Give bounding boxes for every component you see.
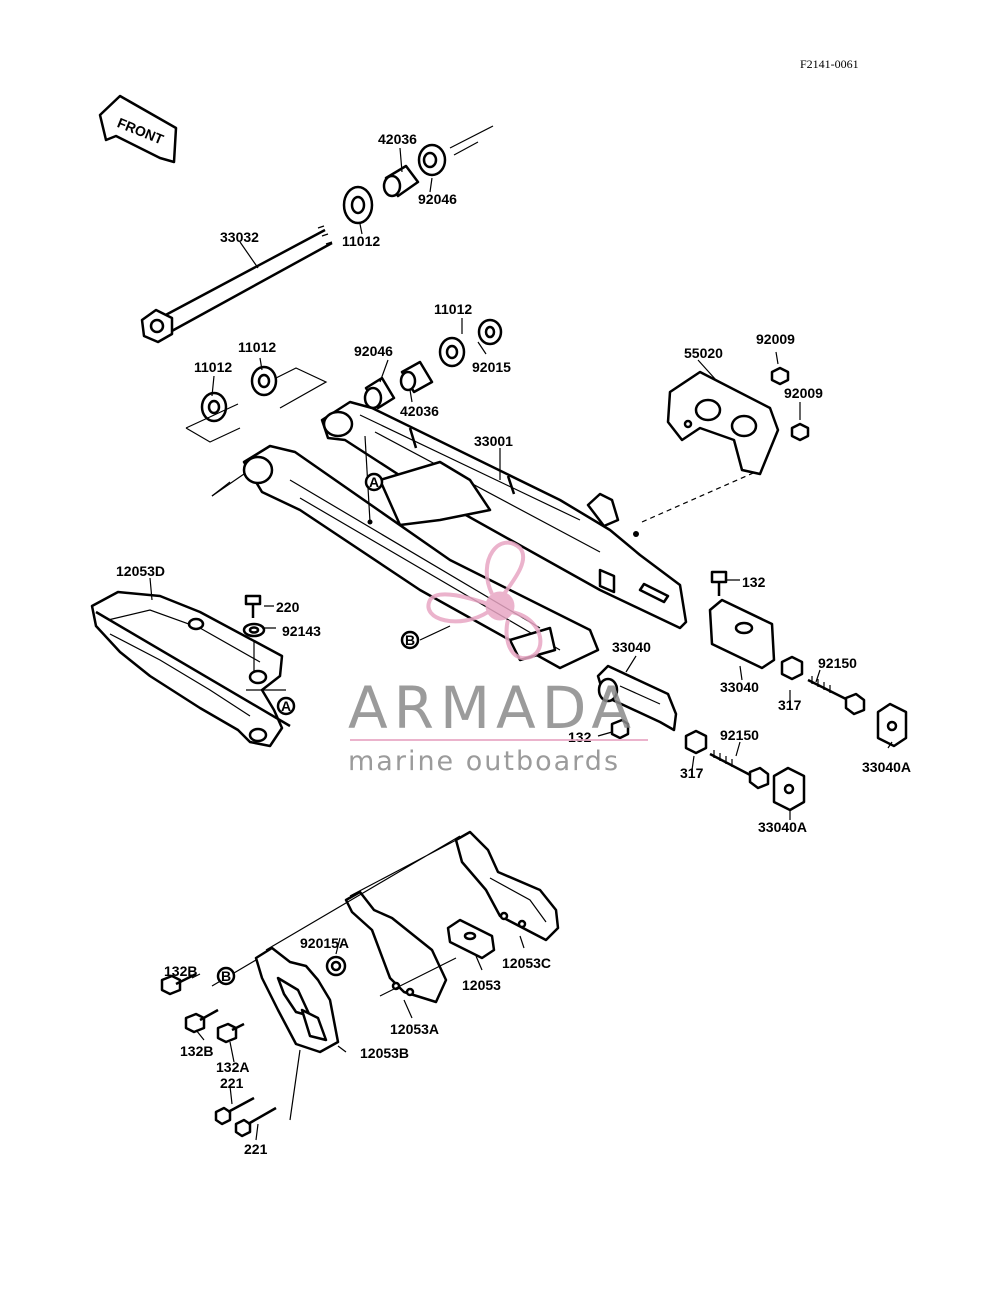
nut-92009-b	[790, 422, 810, 442]
label-132-right: 132	[742, 574, 766, 590]
block-33040A-right	[876, 702, 908, 748]
label-92150-bottom: 92150	[720, 727, 759, 743]
block-33040A-bottom	[772, 766, 806, 812]
svg-text:B: B	[405, 632, 415, 648]
label-92015A: 92015A	[300, 935, 349, 951]
svg-text:A: A	[281, 698, 291, 714]
screw-221-b	[234, 1106, 277, 1138]
label-33040A-bottom: 33040A	[758, 819, 807, 835]
bushing-11012-top	[342, 185, 374, 225]
label-33040-right: 33040	[720, 679, 759, 695]
bolt-132B-b	[184, 1008, 219, 1034]
bushing-92046-top	[417, 143, 447, 177]
washer-92143	[242, 622, 266, 638]
watermark-brand: ARMADA	[348, 674, 637, 742]
label-92009-b: 92009	[784, 385, 823, 401]
label-12053B: 12053B	[360, 1045, 409, 1061]
top-alignment-line	[449, 125, 494, 149]
label-12053A: 12053A	[390, 1021, 439, 1037]
chain-adjuster-33040-left	[596, 664, 678, 732]
label-12053: 12053	[462, 977, 501, 993]
label-92046-mid: 92046	[354, 343, 393, 359]
label-92015: 92015	[472, 359, 511, 375]
label-132B-b: 132B	[180, 1043, 213, 1059]
nut-317-bottom	[684, 729, 708, 755]
nut-92009-a	[770, 366, 790, 386]
label-132A: 132A	[216, 1059, 249, 1075]
label-11012-top: 11012	[342, 233, 380, 249]
diagram-code: F2141-0061	[800, 57, 859, 71]
nut-317-right	[780, 655, 804, 681]
callout-a-upper: A	[364, 472, 384, 492]
chain-adjuster-33040-right	[708, 598, 776, 670]
label-317-bottom: 317	[680, 765, 704, 781]
watermark-tagline: marine outboards	[348, 746, 620, 777]
bushing-11012-right	[438, 336, 466, 368]
callout-b-lower: B	[216, 966, 236, 986]
label-92143: 92143	[282, 623, 321, 639]
callout-a-lower: A	[276, 696, 296, 716]
bolt-92150-right	[807, 676, 866, 716]
guide-lines-left	[185, 367, 328, 443]
label-220: 220	[276, 599, 300, 615]
cap-92015A	[325, 955, 347, 977]
chain-slider-12053D	[90, 590, 291, 748]
block-12053	[446, 918, 496, 960]
bolt-132-right	[710, 570, 728, 596]
chain-guide-dash-line	[641, 469, 761, 523]
svg-text:A: A	[369, 474, 379, 490]
guide-plate-12053A	[344, 890, 448, 1004]
bushing-11012-mid	[250, 365, 278, 397]
label-317-right: 317	[778, 697, 802, 713]
label-11012-left: 11012	[194, 359, 232, 375]
sleeve-42036-mid	[399, 360, 434, 394]
guide-plate-12053C	[454, 830, 560, 942]
swing-arm	[211, 400, 688, 670]
bolt-220	[244, 594, 262, 618]
bushing-11012-left	[200, 391, 228, 423]
pivot-shaft	[140, 225, 333, 344]
label-11012-right: 11012	[434, 301, 472, 317]
watermark-logo: ARMADA marine outboards	[348, 540, 648, 777]
label-33032: 33032	[220, 229, 259, 245]
label-42036-top: 42036	[378, 131, 417, 147]
label-33001: 33001	[474, 433, 513, 449]
label-12053C: 12053C	[502, 955, 551, 971]
svg-text:B: B	[221, 968, 231, 984]
label-92150-right: 92150	[818, 655, 857, 671]
label-33040-left: 33040	[612, 639, 651, 655]
front-arrow-icon: FRONT	[98, 94, 178, 164]
bushing-92046-mid	[363, 376, 396, 410]
bolt-132A	[216, 1022, 245, 1044]
sleeve-42036-top	[382, 164, 420, 198]
label-132B-a: 132B	[164, 963, 197, 979]
slider-guide-lines	[246, 640, 286, 691]
cap-92015	[477, 318, 503, 346]
chain-guard-55020	[666, 370, 780, 476]
bolt-92150-bottom	[709, 750, 770, 790]
label-221-b: 221	[244, 1141, 268, 1157]
label-221-a: 221	[220, 1075, 244, 1091]
guide-plate-12053B	[254, 946, 340, 1054]
callout-b-upper: B	[400, 630, 420, 650]
label-12053D: 12053D	[116, 563, 165, 579]
label-92009-a: 92009	[756, 331, 795, 347]
bolt-132-bottom	[610, 718, 630, 740]
label-33040A-right: 33040A	[862, 759, 911, 775]
label-92046-top: 92046	[418, 191, 457, 207]
bolt-132B-a	[160, 972, 197, 996]
label-42036-mid: 42036	[400, 403, 439, 419]
label-11012-mid: 11012	[238, 339, 276, 355]
propeller-icon	[426, 540, 543, 661]
screw-221-a	[214, 1096, 255, 1126]
label-55020: 55020	[684, 345, 723, 361]
label-leader-lines	[149, 147, 893, 1141]
